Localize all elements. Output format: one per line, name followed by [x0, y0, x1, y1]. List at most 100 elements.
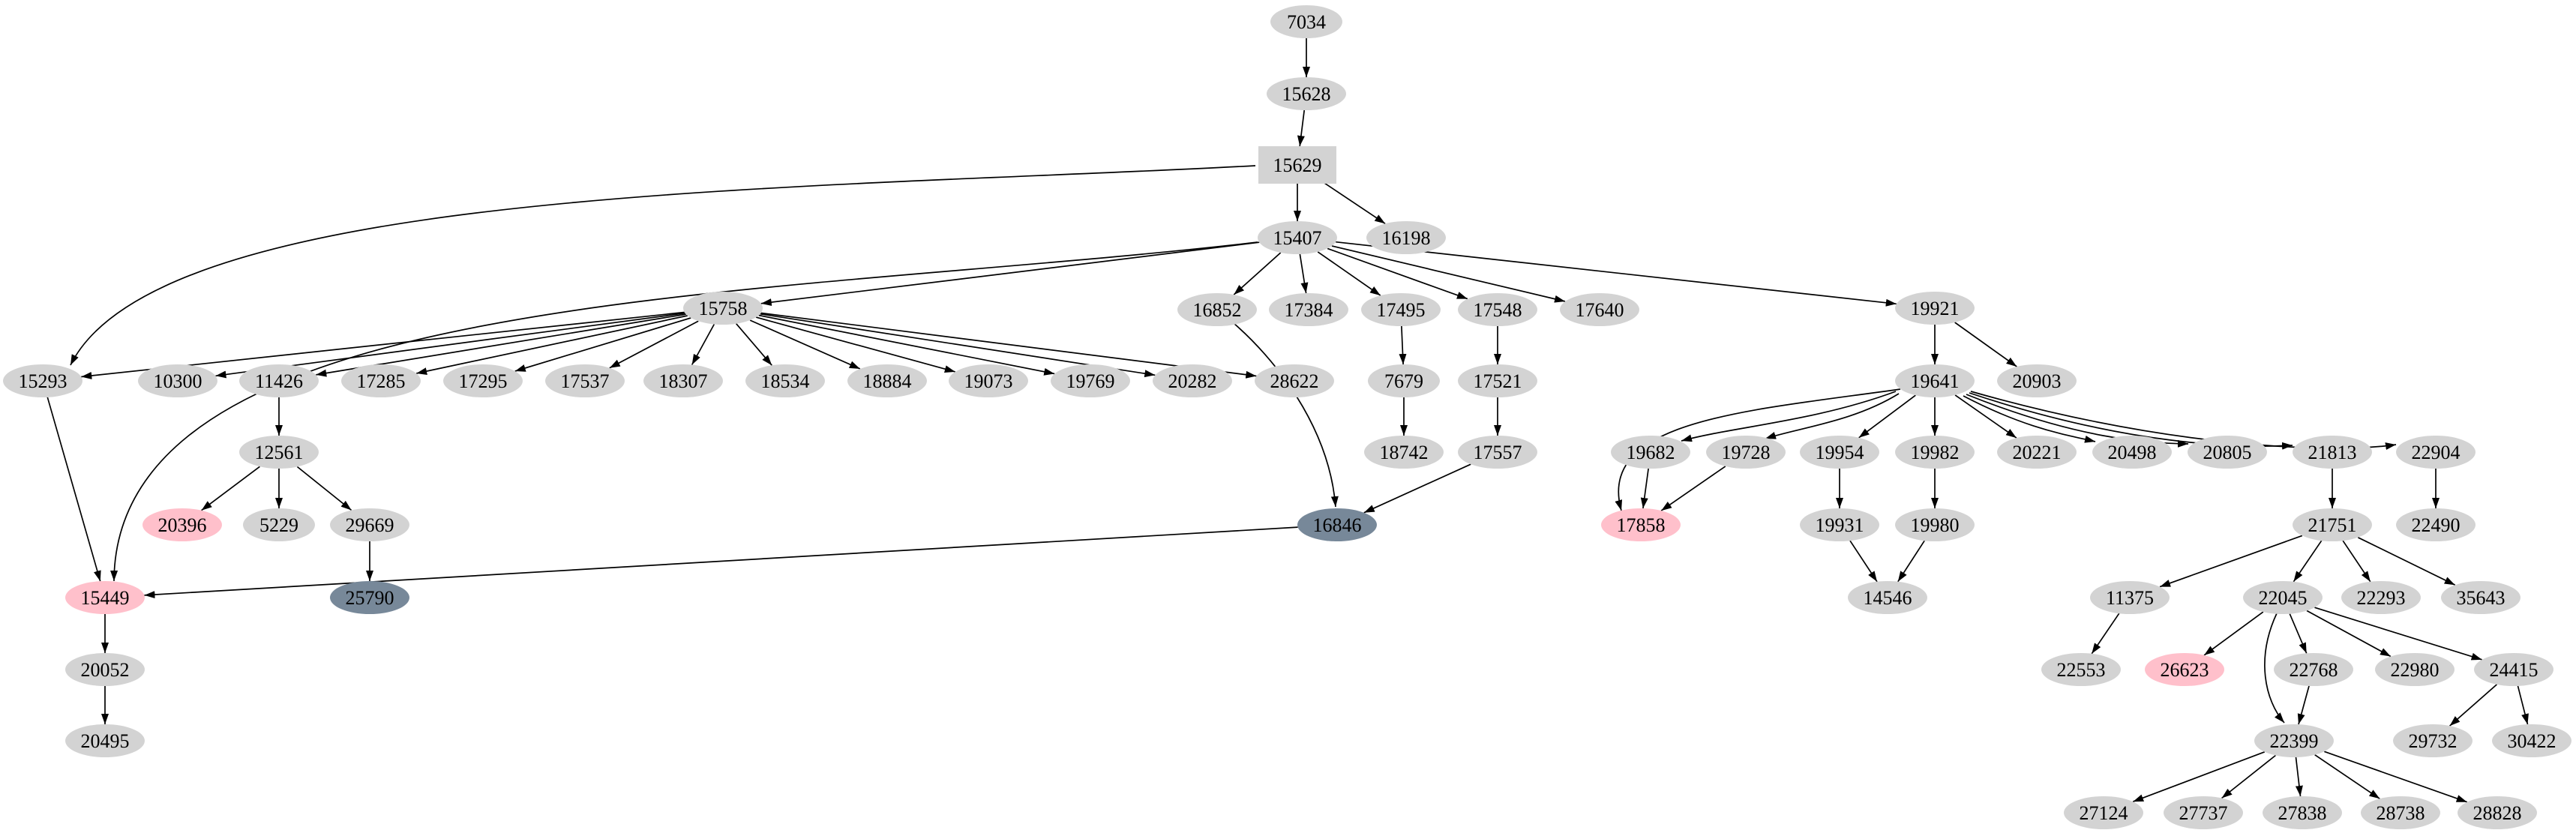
edge-21751-35643 [2357, 537, 2456, 586]
node-ellipse-shape [2396, 436, 2476, 469]
edge-24415-30422 [2517, 685, 2529, 725]
edge-15407-15758 [760, 241, 1260, 307]
node-ellipse-shape [142, 508, 222, 541]
graph-node-label: 24415 [2490, 659, 2539, 681]
graph-node-label: 30422 [2508, 730, 2557, 752]
graph-node-19980: 19980 [1895, 508, 1975, 541]
node-ellipse-shape [138, 364, 217, 397]
node-ellipse-shape [1997, 436, 2077, 469]
node-ellipse-shape [1368, 364, 1440, 397]
edge-15758-17537 [609, 320, 699, 369]
graph-node-19769: 19769 [1051, 364, 1130, 397]
edge-19641-20498 [1963, 395, 2096, 443]
node-ellipse-shape [2263, 796, 2342, 829]
edge-15628-15629 [1297, 109, 1306, 147]
node-ellipse-shape [1258, 221, 1337, 254]
edge-15758-19769 [758, 314, 1055, 376]
node-ellipse-shape [1270, 5, 1342, 38]
graph-node-17521: 17521 [1458, 364, 1537, 397]
graph-node-18884: 18884 [847, 364, 927, 397]
node-ellipse-shape [2396, 508, 2476, 541]
graph-node-19931: 19931 [1800, 508, 1879, 541]
node-ellipse-shape [2164, 796, 2243, 829]
graph-node-label: 17557 [1474, 442, 1522, 463]
edge-15407-17495 [1317, 251, 1381, 296]
graph-node-label: 29669 [346, 514, 394, 536]
edge-15758-18884 [749, 319, 861, 370]
graph-node-label: 7679 [1384, 370, 1423, 392]
graph-node-27124: 27124 [2064, 796, 2143, 829]
node-ellipse-shape [1895, 508, 1975, 541]
edge-22045-22768 [2289, 613, 2308, 654]
graph-node-19073: 19073 [949, 364, 1028, 397]
edge-11375-22553 [2091, 613, 2120, 655]
node-ellipse-shape [1560, 293, 1639, 326]
edge-22399-27838 [2295, 757, 2303, 797]
node-ellipse-shape [3, 364, 82, 397]
graph-node-21813: 21813 [2293, 436, 2372, 469]
node-ellipse-shape [1267, 77, 1346, 110]
graph-node-20805: 20805 [2188, 436, 2267, 469]
graph-node-label: 20903 [2013, 370, 2062, 392]
graph-node-28622: 28622 [1255, 364, 1334, 397]
graph-node-19982: 19982 [1895, 436, 1975, 469]
graph-node-17640: 17640 [1560, 293, 1639, 326]
graph-node-22490: 22490 [2396, 508, 2476, 541]
node-ellipse-shape [643, 364, 723, 397]
edge-22768-22399 [2297, 685, 2310, 725]
graph-node-label: 17521 [1474, 370, 1522, 392]
edge-12561-20396 [201, 466, 260, 511]
node-ellipse-shape [1269, 293, 1348, 326]
graph-node-label: 15293 [19, 370, 67, 392]
edge-19641-19728 [1765, 393, 1900, 439]
graph-node-label: 25790 [346, 587, 394, 609]
graph-node-28738: 28738 [2361, 796, 2440, 829]
graph-node-14546: 14546 [1848, 581, 1927, 614]
node-ellipse-shape [1800, 508, 1879, 541]
graph-node-27838: 27838 [2263, 796, 2342, 829]
graph-node-label: 16846 [1313, 514, 1362, 536]
graph-node-label: 18742 [1380, 442, 1429, 463]
edge-12561-29669 [296, 466, 352, 511]
node-ellipse-shape [2341, 581, 2421, 614]
edge-15629-16198 [1320, 180, 1386, 225]
node-ellipse-shape [2145, 653, 2224, 686]
graph-node-label: 22904 [2412, 442, 2461, 463]
edge-15758-18534 [736, 323, 772, 366]
graph-node-label: 12561 [255, 442, 304, 463]
graph-node-label: 21813 [2308, 442, 2357, 463]
node-ellipse-shape [2393, 724, 2473, 757]
graph-node-29732: 29732 [2393, 724, 2473, 757]
graph-node-label: 19982 [1911, 442, 1960, 463]
graph-node-27737: 27737 [2164, 796, 2243, 829]
edge-19641-20221 [1954, 394, 2017, 439]
node-ellipse-shape [1895, 292, 1975, 325]
edge-19641-21813 [1969, 392, 2293, 450]
graph-node-label: 18534 [761, 370, 810, 392]
graph-node-29669: 29669 [330, 508, 409, 541]
graph-node-label: 17537 [561, 370, 610, 392]
graph-node-19641: 19641 [1895, 364, 1975, 397]
edge-16846-15449 [144, 526, 1298, 599]
graph-node-22399: 22399 [2254, 724, 2334, 757]
edge-15758-28622 [760, 312, 1257, 379]
graph-node-label: 20495 [81, 730, 130, 752]
graph-node-label: 5229 [259, 514, 298, 536]
graph-node-22768: 22768 [2274, 653, 2353, 686]
graph-node-17495: 17495 [1361, 293, 1441, 326]
graph-node-label: 7034 [1287, 11, 1326, 33]
edge-22045-22980 [2306, 610, 2392, 658]
graph-node-18742: 18742 [1364, 436, 1444, 469]
graph-node-17557: 17557 [1458, 436, 1537, 469]
edge-24415-29732 [2449, 684, 2497, 727]
edge-19641-20805 [1966, 394, 2189, 448]
edge-15407-17640 [1331, 245, 1566, 303]
node-ellipse-shape [949, 364, 1028, 397]
graph-node-label: 27737 [2179, 802, 2228, 824]
graph-node-20396: 20396 [142, 508, 222, 541]
graph-node-label: 18884 [863, 370, 912, 392]
graph-node-label: 17858 [1617, 514, 1666, 536]
graph-node-label: 19728 [1722, 442, 1771, 463]
edge-15758-17285 [416, 315, 688, 375]
